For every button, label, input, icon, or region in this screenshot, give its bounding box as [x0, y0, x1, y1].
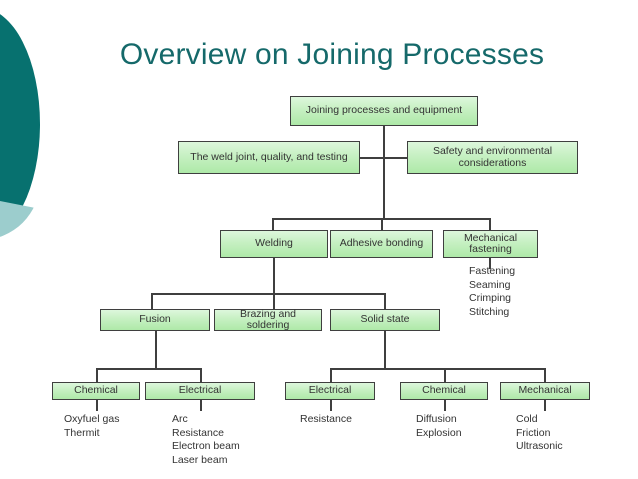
connector-fusion-drop-chemical	[96, 368, 98, 382]
leaf-item: Fastening	[469, 265, 516, 277]
leaf-item: Resistance	[300, 413, 352, 425]
connector-ss-chem-stem	[444, 400, 446, 411]
node-solidstate-electrical[interactable]: Electrical	[285, 382, 375, 400]
leaf-item: Oxyfuel gas	[64, 413, 120, 425]
leaf-item: Friction	[516, 426, 551, 439]
connector-fusion-drop	[155, 331, 157, 369]
node-brazing-soldering[interactable]: Brazing and soldering	[214, 307, 322, 331]
node-solid-state[interactable]: Solid state	[330, 309, 440, 331]
leaf-list-solidstate-electrical: Resistance	[300, 413, 352, 427]
connector-row3-drop-adhesive	[381, 218, 383, 230]
node-mechanical-fastening-label: Mechanical fastening	[463, 231, 518, 255]
connector-row3-drop-mechfast	[489, 218, 491, 230]
node-brazing-soldering-label: Brazing and soldering	[239, 307, 297, 331]
node-fusion-electrical[interactable]: Electrical	[145, 382, 255, 400]
connector-welding-drop	[273, 258, 275, 294]
connector-ss-elec-stem	[330, 400, 332, 411]
connector-solidstate-drop-mechanical	[544, 368, 546, 382]
leaf-list-fusion-chemical: Oxyfuel gas Thermit	[64, 413, 119, 440]
connector-solidstate-drop	[384, 331, 386, 369]
node-welding-label: Welding	[255, 237, 293, 250]
leaf-item: Electron beam	[172, 440, 240, 453]
node-weld-joint[interactable]: The weld joint, quality, and testing	[178, 141, 360, 174]
leaf-item: Thermit	[64, 426, 100, 439]
leaf-item: Arc	[172, 413, 188, 425]
connector-fusion-drop-electrical	[200, 368, 202, 382]
connector-solidstate-bar	[330, 368, 545, 370]
node-fusion-chemical[interactable]: Chemical	[52, 382, 140, 400]
connector-row3-drop-welding	[272, 218, 274, 230]
connector-fus-chem-stem	[96, 400, 98, 411]
connector-row2-bar	[359, 157, 408, 159]
leaf-item: Diffusion	[416, 413, 457, 425]
node-welding[interactable]: Welding	[220, 230, 328, 258]
leaf-item: Cold	[516, 413, 538, 425]
leaf-item: Crimping	[469, 292, 512, 305]
connector-row4-drop-fusion	[151, 293, 153, 309]
leaf-list-mechanical-fastening: Fastening Seaming Crimping Stitching	[469, 265, 515, 319]
page-title: Overview on Joining Processes	[119, 38, 545, 71]
connector-row4-drop-solidstate	[384, 293, 386, 309]
node-mechanical-fastening[interactable]: Mechanical fastening	[443, 230, 538, 258]
node-fusion[interactable]: Fusion	[100, 309, 210, 331]
node-root-label: Joining processes and equipment	[305, 104, 463, 117]
connector-mechfast-drop	[489, 258, 491, 269]
node-safety-label: Safety and environmental considerations	[432, 145, 553, 169]
connector-fus-elec-stem	[200, 400, 202, 411]
leaf-item: Resistance	[172, 426, 224, 439]
leaf-item: Stitching	[469, 305, 510, 318]
node-solidstate-chemical[interactable]: Chemical	[400, 382, 488, 400]
node-fusion-label: Fusion	[139, 313, 171, 326]
node-root[interactable]: Joining processes and equipment	[290, 96, 478, 126]
node-fusion-chemical-label: Chemical	[74, 384, 118, 397]
connector-row4-drop-brazing	[273, 293, 275, 309]
leaf-list-solidstate-mechanical: Cold Friction Ultrasonic	[516, 413, 563, 454]
leaf-item: Ultrasonic	[516, 440, 563, 453]
node-solidstate-chemical-label: Chemical	[422, 384, 466, 397]
node-solid-state-label: Solid state	[360, 313, 410, 326]
leaf-item: Seaming	[469, 278, 511, 291]
leaf-item: Laser beam	[172, 453, 228, 466]
teal-arc-decoration	[0, 8, 40, 240]
node-solidstate-electrical-label: Electrical	[308, 384, 352, 397]
node-safety[interactable]: Safety and environmental considerations	[407, 141, 578, 174]
connector-row4-bar	[151, 293, 385, 295]
connector-ss-mech-stem	[544, 400, 546, 411]
connector-solidstate-drop-chemical	[444, 368, 446, 382]
connector-root-spine	[383, 126, 385, 219]
node-weld-joint-label: The weld joint, quality, and testing	[190, 150, 348, 163]
node-adhesive-bonding[interactable]: Adhesive bonding	[330, 230, 433, 258]
leaf-item: Explosion	[416, 426, 462, 439]
leaf-list-fusion-electrical: Arc Resistance Electron beam Laser beam	[172, 413, 240, 467]
leaf-list-solidstate-chemical: Diffusion Explosion	[416, 413, 462, 440]
connector-solidstate-drop-electrical	[330, 368, 332, 382]
node-solidstate-mechanical-label: Mechanical	[518, 384, 572, 397]
node-adhesive-bonding-label: Adhesive bonding	[339, 237, 424, 250]
node-solidstate-mechanical[interactable]: Mechanical	[500, 382, 590, 400]
node-fusion-electrical-label: Electrical	[178, 384, 222, 397]
connector-fusion-bar	[96, 368, 201, 370]
